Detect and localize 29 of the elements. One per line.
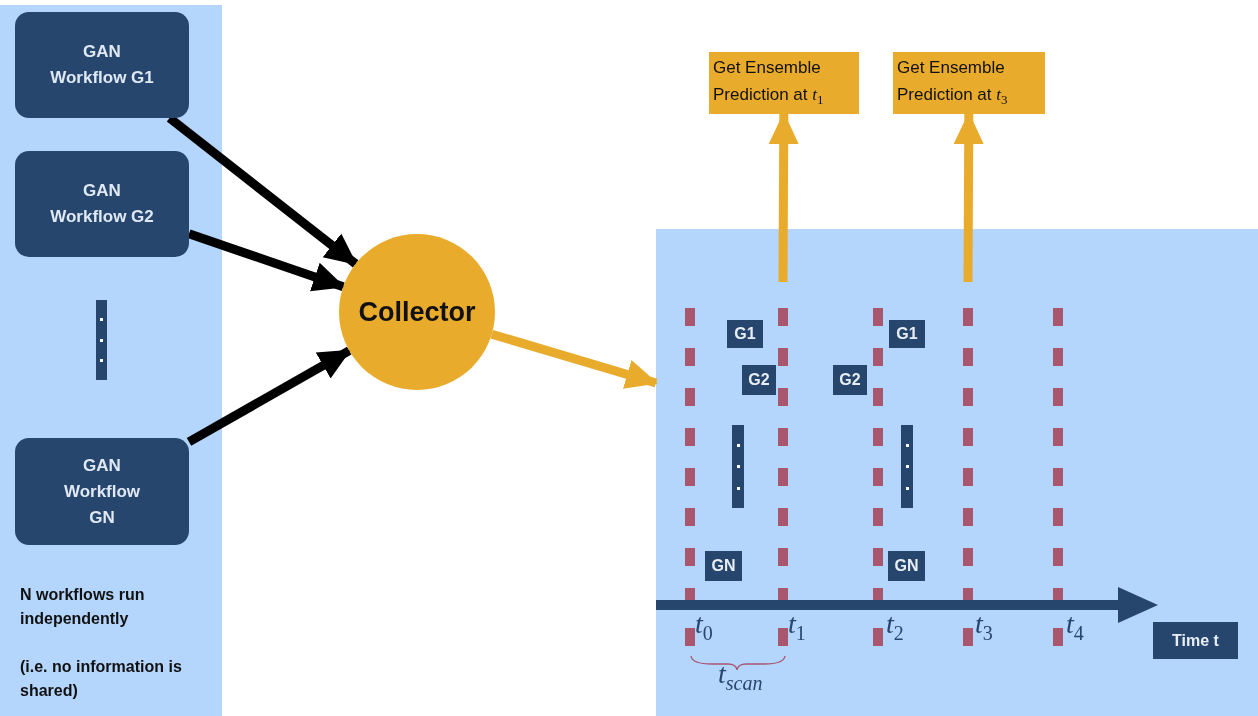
time-label: t$_{2}$ <box>886 608 904 645</box>
workflow-tag: GN <box>705 551 742 581</box>
time-label: t$_{0}$ <box>695 608 713 645</box>
note-text: (i.e. no information is shared) <box>20 657 183 701</box>
ellipsis-bar <box>732 425 744 508</box>
arrow <box>953 112 984 282</box>
workflow-box: GAN Workflow G2 <box>15 151 189 257</box>
time-label: t$_{4}$ <box>1066 608 1084 645</box>
workflow-tag: G2 <box>833 365 867 395</box>
axis-label-box: Time t <box>1153 622 1238 659</box>
workflow-box: GAN Workflow GN <box>15 438 189 545</box>
workflow-box: GAN Workflow G1 <box>15 12 189 118</box>
workflow-tag: G1 <box>889 320 925 348</box>
workflow-tag: GN <box>888 551 925 581</box>
time-label: t$_{3}$ <box>975 608 993 645</box>
workflow-tag: G1 <box>727 320 763 348</box>
arrow <box>490 329 658 389</box>
arrow <box>768 112 799 282</box>
time-label: t$_{scan}$ <box>718 658 763 695</box>
workflow-panel <box>0 5 222 716</box>
workflow-tag: G2 <box>742 365 776 395</box>
timeline-panel <box>656 229 1258 716</box>
prediction-box: Get Ensemble Prediction at t$_{1}$ <box>709 52 859 114</box>
note-text: N workflows run independently <box>20 585 146 629</box>
ellipsis-bar <box>96 300 107 380</box>
collector-circle: Collector <box>339 234 495 390</box>
prediction-box: Get Ensemble Prediction at t$_{3}$ <box>893 52 1045 114</box>
ellipsis-bar <box>901 425 913 508</box>
time-label: t$_{1}$ <box>788 608 806 645</box>
